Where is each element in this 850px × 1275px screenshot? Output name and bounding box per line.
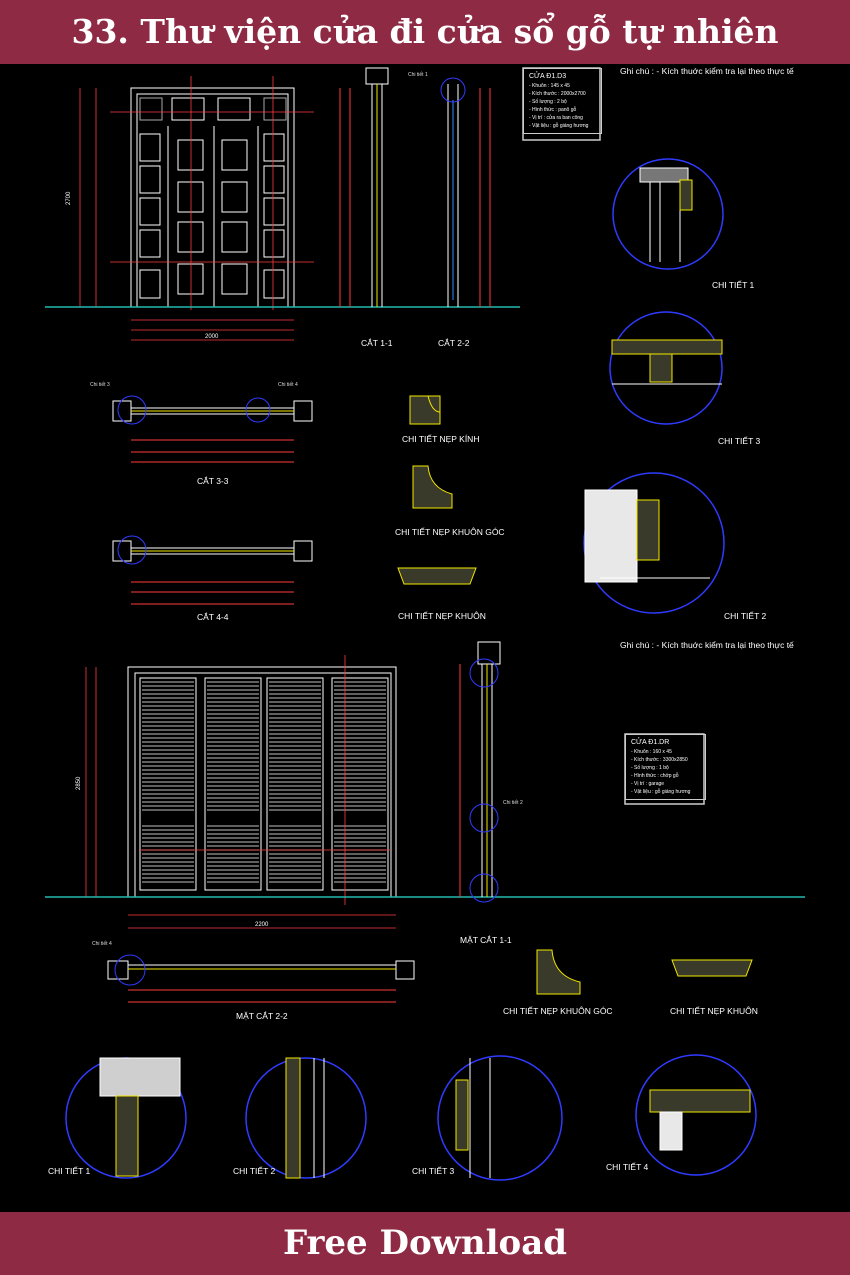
spec-box-d1: CỬA Đ1.D3 - Khuôn : 145 x 45 - Kích thướ…	[523, 68, 602, 134]
label-bottom-chi-tiet-4: CHI TIẾT 4	[606, 1162, 649, 1172]
dim-2000-elev: 2000	[205, 334, 219, 340]
label-cat-1-1: CẮT 1-1	[361, 338, 393, 348]
spec-box-d2: CỬA Đ1.DR - Khuôn : 160 x 45 - Kích thướ…	[625, 734, 706, 800]
bottom-detail-circle-1	[65, 1057, 187, 1179]
detail-circle-2	[583, 472, 725, 614]
download-banner[interactable]: Free Download	[0, 1212, 850, 1275]
spec-d2-title: CỬA Đ1.DR	[631, 739, 670, 746]
spec-d2-line: - Vị trí : garage	[631, 781, 665, 787]
callout-chi-tiet-3: Chi tiết 3	[90, 382, 110, 388]
spec-d1-line: - Hình thức : panô gỗ	[529, 107, 577, 113]
bottom-detail-circle-3	[437, 1055, 563, 1181]
bottom-detail-circle-4	[635, 1054, 757, 1176]
label-bottom-chi-tiet-2: CHI TIẾT 2	[233, 1166, 276, 1176]
page-title: 33. Thư viện cửa đi cửa sổ gỗ tự nhiên	[71, 12, 779, 51]
louver-section-2-2	[107, 954, 415, 1003]
spec-d1-line: - Vật liệu : gỗ giáng hương	[529, 123, 589, 129]
spec-d1-line: - Khuôn : 145 x 45	[529, 83, 570, 89]
label-nep-kinh: CHI TIẾT NẸP KÍNH	[402, 434, 480, 444]
label-mat-cat-1-1: MẶT CẮT 1-1	[460, 935, 512, 945]
dim-2850: 2850	[76, 776, 82, 790]
dim-2700: 2700	[66, 191, 72, 205]
louver-section-1-1	[459, 641, 501, 903]
profile-nep-khuon-goc-2	[536, 949, 581, 995]
spec-d1-title: CỬA Đ1.D3	[529, 73, 567, 80]
label-cat-4-4: CẮT 4-4	[197, 612, 229, 622]
spec-d1-line: - Kích thước : 2000x2700	[529, 91, 586, 97]
spec-d1-line: - Vị trí : cửa ra ban công	[529, 115, 583, 121]
detail-circle-3	[609, 311, 723, 425]
spec-d2-line: - Kích thước : 3300x2850	[631, 757, 688, 763]
louver-dim-lines	[85, 655, 396, 929]
label-bottom-chi-tiet-3: CHI TIẾT 3	[412, 1166, 455, 1176]
label-bottom-chi-tiet-1: CHI TIẾT 1	[48, 1166, 91, 1176]
detail-circle-1	[612, 158, 724, 270]
label-nep-khuon: CHI TIẾT NẸP KHUÔN	[398, 611, 486, 621]
cad-drawing: 2700 2000	[45, 67, 805, 1181]
label-mat-cat-2-2: MẶT CẮT 2-2	[236, 1011, 288, 1021]
profile-nep-khuon	[397, 567, 477, 585]
note-top: Ghi chú : - Kích thuớc kiểm tra lại theo…	[620, 66, 794, 76]
label-nep-khuon-goc-2: CHI TIẾT NẸP KHUÔN GÓC	[503, 1006, 613, 1016]
louver-slats	[142, 681, 386, 883]
note-middle: Ghi chú : - Kích thuớc kiểm tra lại theo…	[620, 640, 794, 650]
label-cat-2-2: CẮT 2-2	[438, 338, 470, 348]
title-banner: 33. Thư viện cửa đi cửa sổ gỗ tự nhiên	[0, 0, 850, 64]
label-nep-khuon-goc: CHI TIẾT NẸP KHUÔN GÓC	[395, 527, 505, 537]
spec-d2-line: - Khuôn : 160 x 45	[631, 749, 672, 755]
profile-nep-khuon-2	[671, 959, 753, 977]
label-chi-tiet-1: CHI TIẾT 1	[712, 280, 755, 290]
spec-d1-line: - Số lượng : 2 bộ	[529, 99, 567, 105]
spec-d2-line: - Vật liệu : gỗ giáng hương	[631, 789, 691, 795]
section-2-2	[440, 77, 491, 307]
spec-d2-line: - Hình thức : chớp gỗ	[631, 773, 679, 779]
profile-nep-khuon-goc	[412, 465, 453, 509]
callout-chi-tiet-1: Chi tiết 1	[408, 72, 428, 78]
bottom-detail-circle-2	[245, 1057, 367, 1179]
label-nep-khuon-2: CHI TIẾT NẸP KHUÔN	[670, 1006, 758, 1016]
label-chi-tiet-2: CHI TIẾT 2	[724, 611, 767, 621]
section-1-1	[339, 67, 389, 307]
section-cut-lines-top	[79, 76, 314, 341]
label-chi-tiet-3: CHI TIẾT 3	[718, 436, 761, 446]
download-label[interactable]: Free Download	[282, 1223, 568, 1263]
callout-chi-tiet-4-bottom: Chi tiết 4	[92, 941, 112, 947]
profile-nep-kinh	[409, 395, 441, 425]
section-3-3	[112, 395, 313, 463]
spec-d2-line: - Số lượng : 1 bộ	[631, 765, 669, 771]
label-cat-3-3: CẮT 3-3	[197, 476, 229, 486]
section-4-4	[112, 535, 313, 605]
callout-chi-tiet-2: Chi tiết 2	[503, 800, 523, 806]
callout-chi-tiet-4: Chi tiết 4	[278, 382, 298, 388]
dim-2200: 2200	[255, 922, 269, 928]
door-elevation-top	[130, 87, 295, 308]
